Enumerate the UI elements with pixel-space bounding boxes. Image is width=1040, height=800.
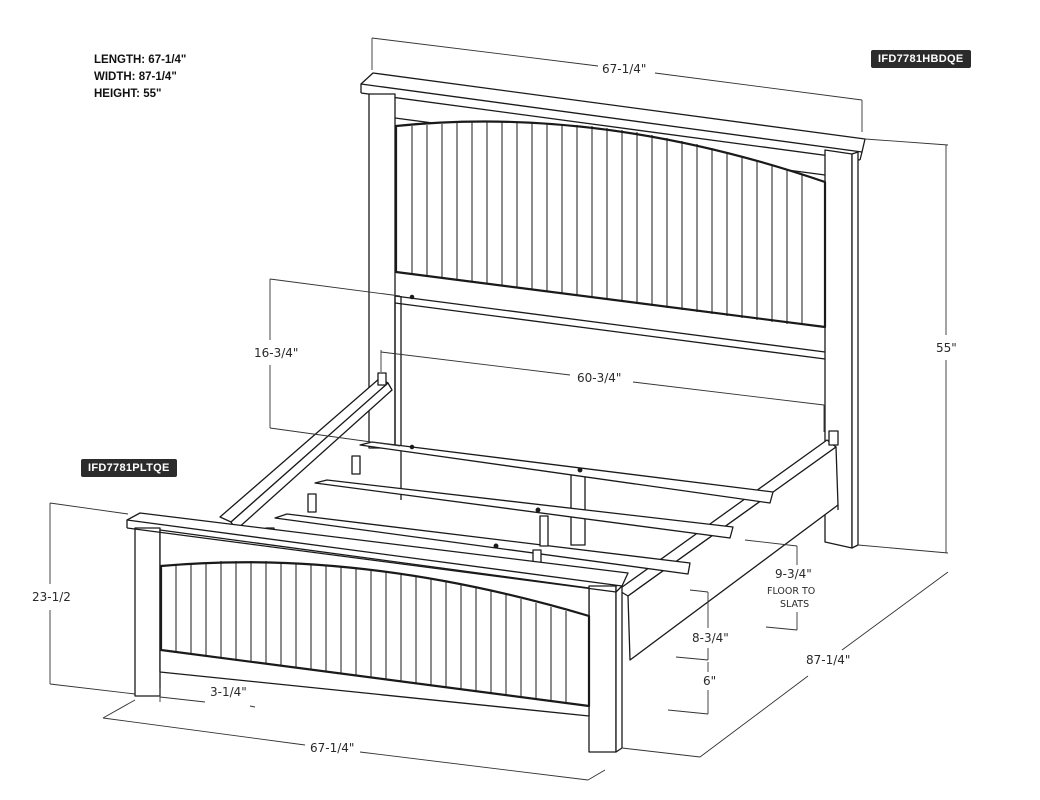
dim-footboard-width: 67-1/4" bbox=[310, 741, 354, 755]
dim-floor-to-slats-line1: FLOOR TO bbox=[767, 586, 815, 597]
dim-rail-inner-width: 60-3/4" bbox=[577, 371, 621, 385]
footboard-model-tag: IFD7781PLTQE bbox=[81, 459, 177, 477]
footboard-cap bbox=[126, 512, 629, 587]
footboard-left-leg bbox=[134, 527, 161, 697]
headboard-panel bbox=[394, 120, 827, 329]
footboard-panel bbox=[159, 561, 591, 708]
dim-headboard-leg-height: 16-3/4" bbox=[254, 346, 298, 360]
footboard-right-leg bbox=[588, 585, 617, 753]
dim-headboard-height: 55" bbox=[936, 341, 957, 355]
bed-slats bbox=[265, 441, 774, 575]
dim-rail-height: 8-3/4" bbox=[692, 631, 729, 645]
spec-width: WIDTH: 87-1/4" bbox=[94, 71, 177, 83]
dimension-lines bbox=[49, 37, 949, 781]
spec-length: LENGTH: 67-1/4" bbox=[94, 54, 187, 66]
footboard-slats bbox=[175, 561, 567, 704]
overall-specs: LENGTH: 67-1/4" WIDTH: 87-1/4" HEIGHT: 5… bbox=[94, 52, 186, 103]
headboard bbox=[360, 72, 866, 549]
dim-footboard-leg-clearance: 6" bbox=[703, 674, 716, 688]
dim-headboard-width: 67-1/4" bbox=[602, 62, 646, 76]
dim-footboard-height: 23-1/2 bbox=[32, 590, 71, 604]
left-side-rail bbox=[219, 372, 393, 531]
headboard-model-tag: IFD7781HBDQE bbox=[871, 50, 971, 68]
dim-floor-to-slats-value: 9-3/4" bbox=[775, 567, 812, 581]
spec-height: HEIGHT: 55" bbox=[94, 88, 162, 100]
dim-overall-length: 87-1/4" bbox=[806, 653, 850, 667]
dim-floor-to-slats-line2: SLATS bbox=[780, 599, 809, 610]
headboard-slats bbox=[411, 122, 803, 325]
footboard bbox=[126, 512, 629, 753]
right-side-rail bbox=[617, 430, 839, 661]
dim-footboard-leg-width: 3-1/4" bbox=[210, 685, 247, 699]
